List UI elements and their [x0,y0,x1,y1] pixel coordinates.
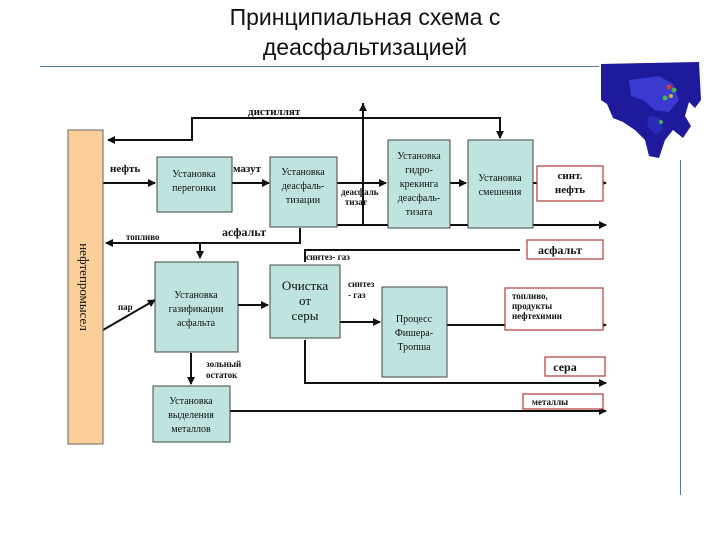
oilfield-label: нефтепромысел [77,243,92,331]
arrow-distillate-to-field [107,118,193,144]
map-pin-icon [659,120,663,124]
svg-text:сера: сера [553,360,576,374]
oilfield-column: нефтепромысел [67,129,104,445]
label-syngas-2: синтез- газ [348,279,375,300]
side-divider [680,130,681,495]
svg-text:асфальт: асфальт [538,243,582,257]
svg-text:металлы: металлы [532,397,568,407]
label-steam: пар [118,302,133,312]
arrow-asphalt-to-gasif [105,228,301,247]
output-synth-oil: синт.нефть [536,165,604,202]
title-line-1: Принципиальная схема с [229,4,501,30]
label-syngas-1: синтез- газ [306,252,350,262]
arrow-syngas-up [304,249,520,262]
page-title: Принципиальная схема с деасфальтизацией [150,2,580,62]
map-pin-icon [671,87,677,93]
map-pin-icon [669,94,673,98]
arrow-steam [102,299,156,331]
svg-text:синт.нефть: синт.нефть [555,170,585,196]
map-region [629,76,679,112]
map-region-south [647,116,663,134]
label-fuel: топливо [126,232,160,242]
map-landmass [601,62,701,158]
flow-arrows [102,103,607,415]
map-pin-icon [666,84,672,90]
output-metals: металлы [522,393,604,410]
map-pin-icon [662,95,668,101]
label-distillate: дистиллят [248,106,301,118]
title-divider [40,66,600,67]
output-asphalt: асфальт [526,239,604,260]
output-sulfur: сера [544,356,606,377]
title-line-2: деасфальтизацией [262,34,468,60]
asia-map-image [599,60,703,160]
label-asphalt: асфальт [222,225,266,239]
label-mazut: мазут [233,163,262,175]
label-oil: нефть [110,163,140,175]
line-distillate [191,117,504,140]
arrow-sulfur-out [304,340,607,387]
